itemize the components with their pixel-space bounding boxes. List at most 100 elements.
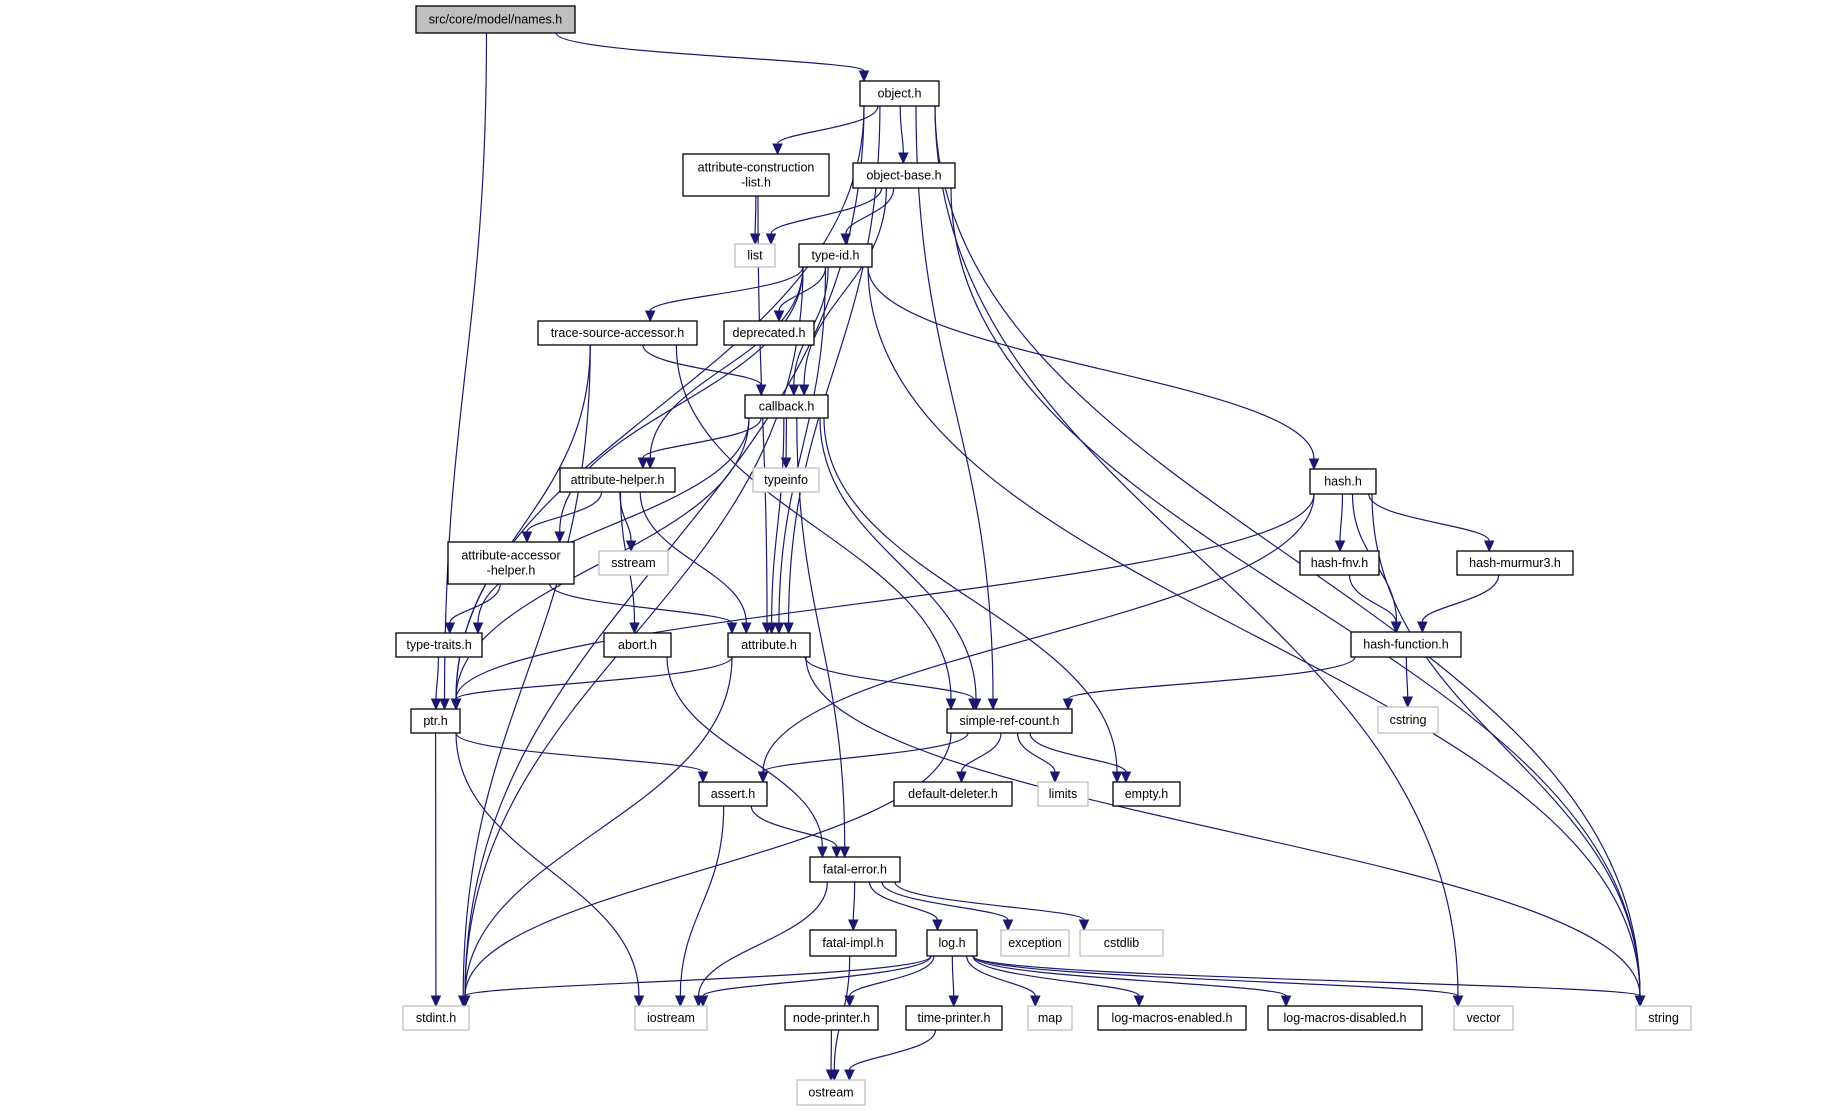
arrowhead-icon [945, 698, 957, 711]
arrowhead-icon [765, 233, 777, 246]
node-lmd[interactable]: log-macros-disabled.h [1267, 1005, 1423, 1031]
node-iostream[interactable]: iostream [634, 1005, 708, 1031]
node-cstdlib[interactable]: cstdlib [1079, 929, 1164, 957]
edge-line [787, 105, 881, 624]
arrowhead-icon [844, 1069, 855, 1082]
arrowhead-icon [554, 531, 565, 544]
node-exception[interactable]: exception [1000, 929, 1070, 957]
node-label: typeinfo [764, 473, 808, 487]
node-ostream[interactable]: ostream [796, 1079, 866, 1106]
node-stdint[interactable]: stdint.h [402, 1005, 470, 1031]
arrowhead-icon [1417, 621, 1428, 634]
node-sstream[interactable]: sstream [598, 550, 669, 576]
node-hashfunc[interactable]: hash-function.h [1350, 631, 1462, 658]
edge-line [845, 187, 895, 235]
arrowhead-icon [644, 457, 656, 470]
node-box [1299, 550, 1380, 576]
arrowhead-icon [1402, 696, 1413, 709]
node-object[interactable]: object.h [859, 80, 940, 107]
edge-callback-to-attribute [766, 417, 785, 635]
node-label: default-deleter.h [908, 787, 998, 801]
edge-line [1016, 732, 1056, 773]
node-label: log-macros-disabled.h [1284, 1011, 1407, 1025]
edge-object-to-attribute [783, 105, 881, 635]
edge-names-to-object [555, 32, 870, 83]
node-box [752, 467, 820, 493]
node-log[interactable]: log.h [926, 929, 978, 957]
arrowhead-icon [629, 622, 640, 635]
node-acl[interactable]: attribute-construction-list.h [682, 153, 830, 197]
node-vector[interactable]: vector [1453, 1005, 1514, 1031]
node-tsa[interactable]: trace-source-accessor.h [537, 320, 698, 346]
node-fatalerror[interactable]: fatal-error.h [809, 856, 901, 883]
edge-acl-to-list [749, 195, 761, 246]
arrowhead-icon [521, 531, 533, 544]
node-attribute[interactable]: attribute.h [727, 632, 811, 658]
node-typetraits[interactable]: type-traits.h [395, 632, 483, 658]
node-ptr[interactable]: ptr.h [410, 708, 461, 734]
edge-line [435, 656, 440, 700]
edge-line [867, 266, 1315, 460]
node-hashfnv[interactable]: hash-fnv.h [1299, 550, 1380, 576]
node-aah[interactable]: attribute-accessor-helper.h [447, 541, 575, 585]
edge-line [477, 417, 750, 624]
node-map[interactable]: map [1027, 1005, 1073, 1031]
node-list[interactable]: list [734, 243, 776, 268]
node-box [1079, 929, 1164, 957]
edge-fatalerror-to-cstdlib [894, 881, 1090, 932]
edge-hashmurmur-to-hashfunc [1417, 574, 1500, 634]
node-box [395, 632, 483, 658]
node-assert[interactable]: assert.h [698, 781, 768, 807]
node-abort[interactable]: abort.h [603, 632, 672, 658]
node-box [727, 632, 811, 658]
arrowhead-icon [844, 995, 855, 1008]
edge-typeid-to-string [867, 266, 1646, 1008]
edge-hashfunc-to-src [1062, 656, 1356, 711]
node-label: empty.h [1125, 787, 1169, 801]
node-label: node-printer.h [793, 1011, 870, 1025]
node-deprecated[interactable]: deprecated.h [723, 320, 815, 346]
node-lme[interactable]: log-macros-enabled.h [1097, 1005, 1247, 1031]
node-empty[interactable]: empty.h [1112, 781, 1181, 807]
node-defdel[interactable]: default-deleter.h [893, 781, 1013, 807]
arrowhead-icon [840, 233, 852, 246]
node-string[interactable]: string [1635, 1005, 1692, 1031]
edge-line [934, 105, 1641, 997]
edge-line [698, 881, 828, 997]
edge-line [455, 732, 640, 997]
node-limits[interactable]: limits [1037, 781, 1089, 807]
edge-object-to-objbase [898, 105, 909, 165]
arrowhead-icon [757, 771, 769, 784]
arrowhead-icon [1111, 771, 1123, 784]
edge-names-to-ptr [439, 32, 488, 711]
node-cstring[interactable]: cstring [1377, 706, 1439, 734]
node-box [926, 929, 978, 957]
arrowhead-icon [1062, 698, 1074, 711]
node-attrhelper[interactable]: attribute-helper.h [559, 467, 676, 493]
arrowhead-icon [1280, 995, 1292, 1008]
arrowhead-icon [788, 384, 800, 397]
node-box [809, 929, 897, 957]
edge-src-to-empty [1029, 732, 1132, 784]
edge-nodeprinter-to-ostream [825, 1029, 837, 1082]
arrowhead-icon [430, 995, 442, 1008]
node-label: callback.h [759, 400, 815, 414]
node-src[interactable]: simple-ref-count.h [946, 708, 1073, 734]
node-typeinfo[interactable]: typeinfo [752, 467, 820, 493]
node-hashmurmur[interactable]: hash-murmur3.h [1456, 550, 1574, 576]
arrowhead-icon [773, 622, 785, 635]
node-typeid[interactable]: type-id.h [798, 243, 873, 268]
edge-line [972, 955, 1641, 997]
edge-line [762, 493, 1315, 773]
edge-object-to-acl [772, 105, 879, 156]
node-callback[interactable]: callback.h [744, 394, 829, 419]
arrowhead-icon [749, 233, 761, 246]
node-fatalimpl[interactable]: fatal-impl.h [809, 929, 897, 957]
node-timeprinter[interactable]: time-printer.h [905, 1005, 1003, 1031]
edge-typeid-to-deprecated [773, 266, 827, 323]
node-nodeprinter[interactable]: node-printer.h [784, 1005, 879, 1031]
node-hash[interactable]: hash.h [1309, 468, 1377, 495]
node-label: map [1038, 1011, 1062, 1025]
edge-line [770, 187, 883, 235]
node-objbase[interactable]: object-base.h [852, 162, 956, 189]
